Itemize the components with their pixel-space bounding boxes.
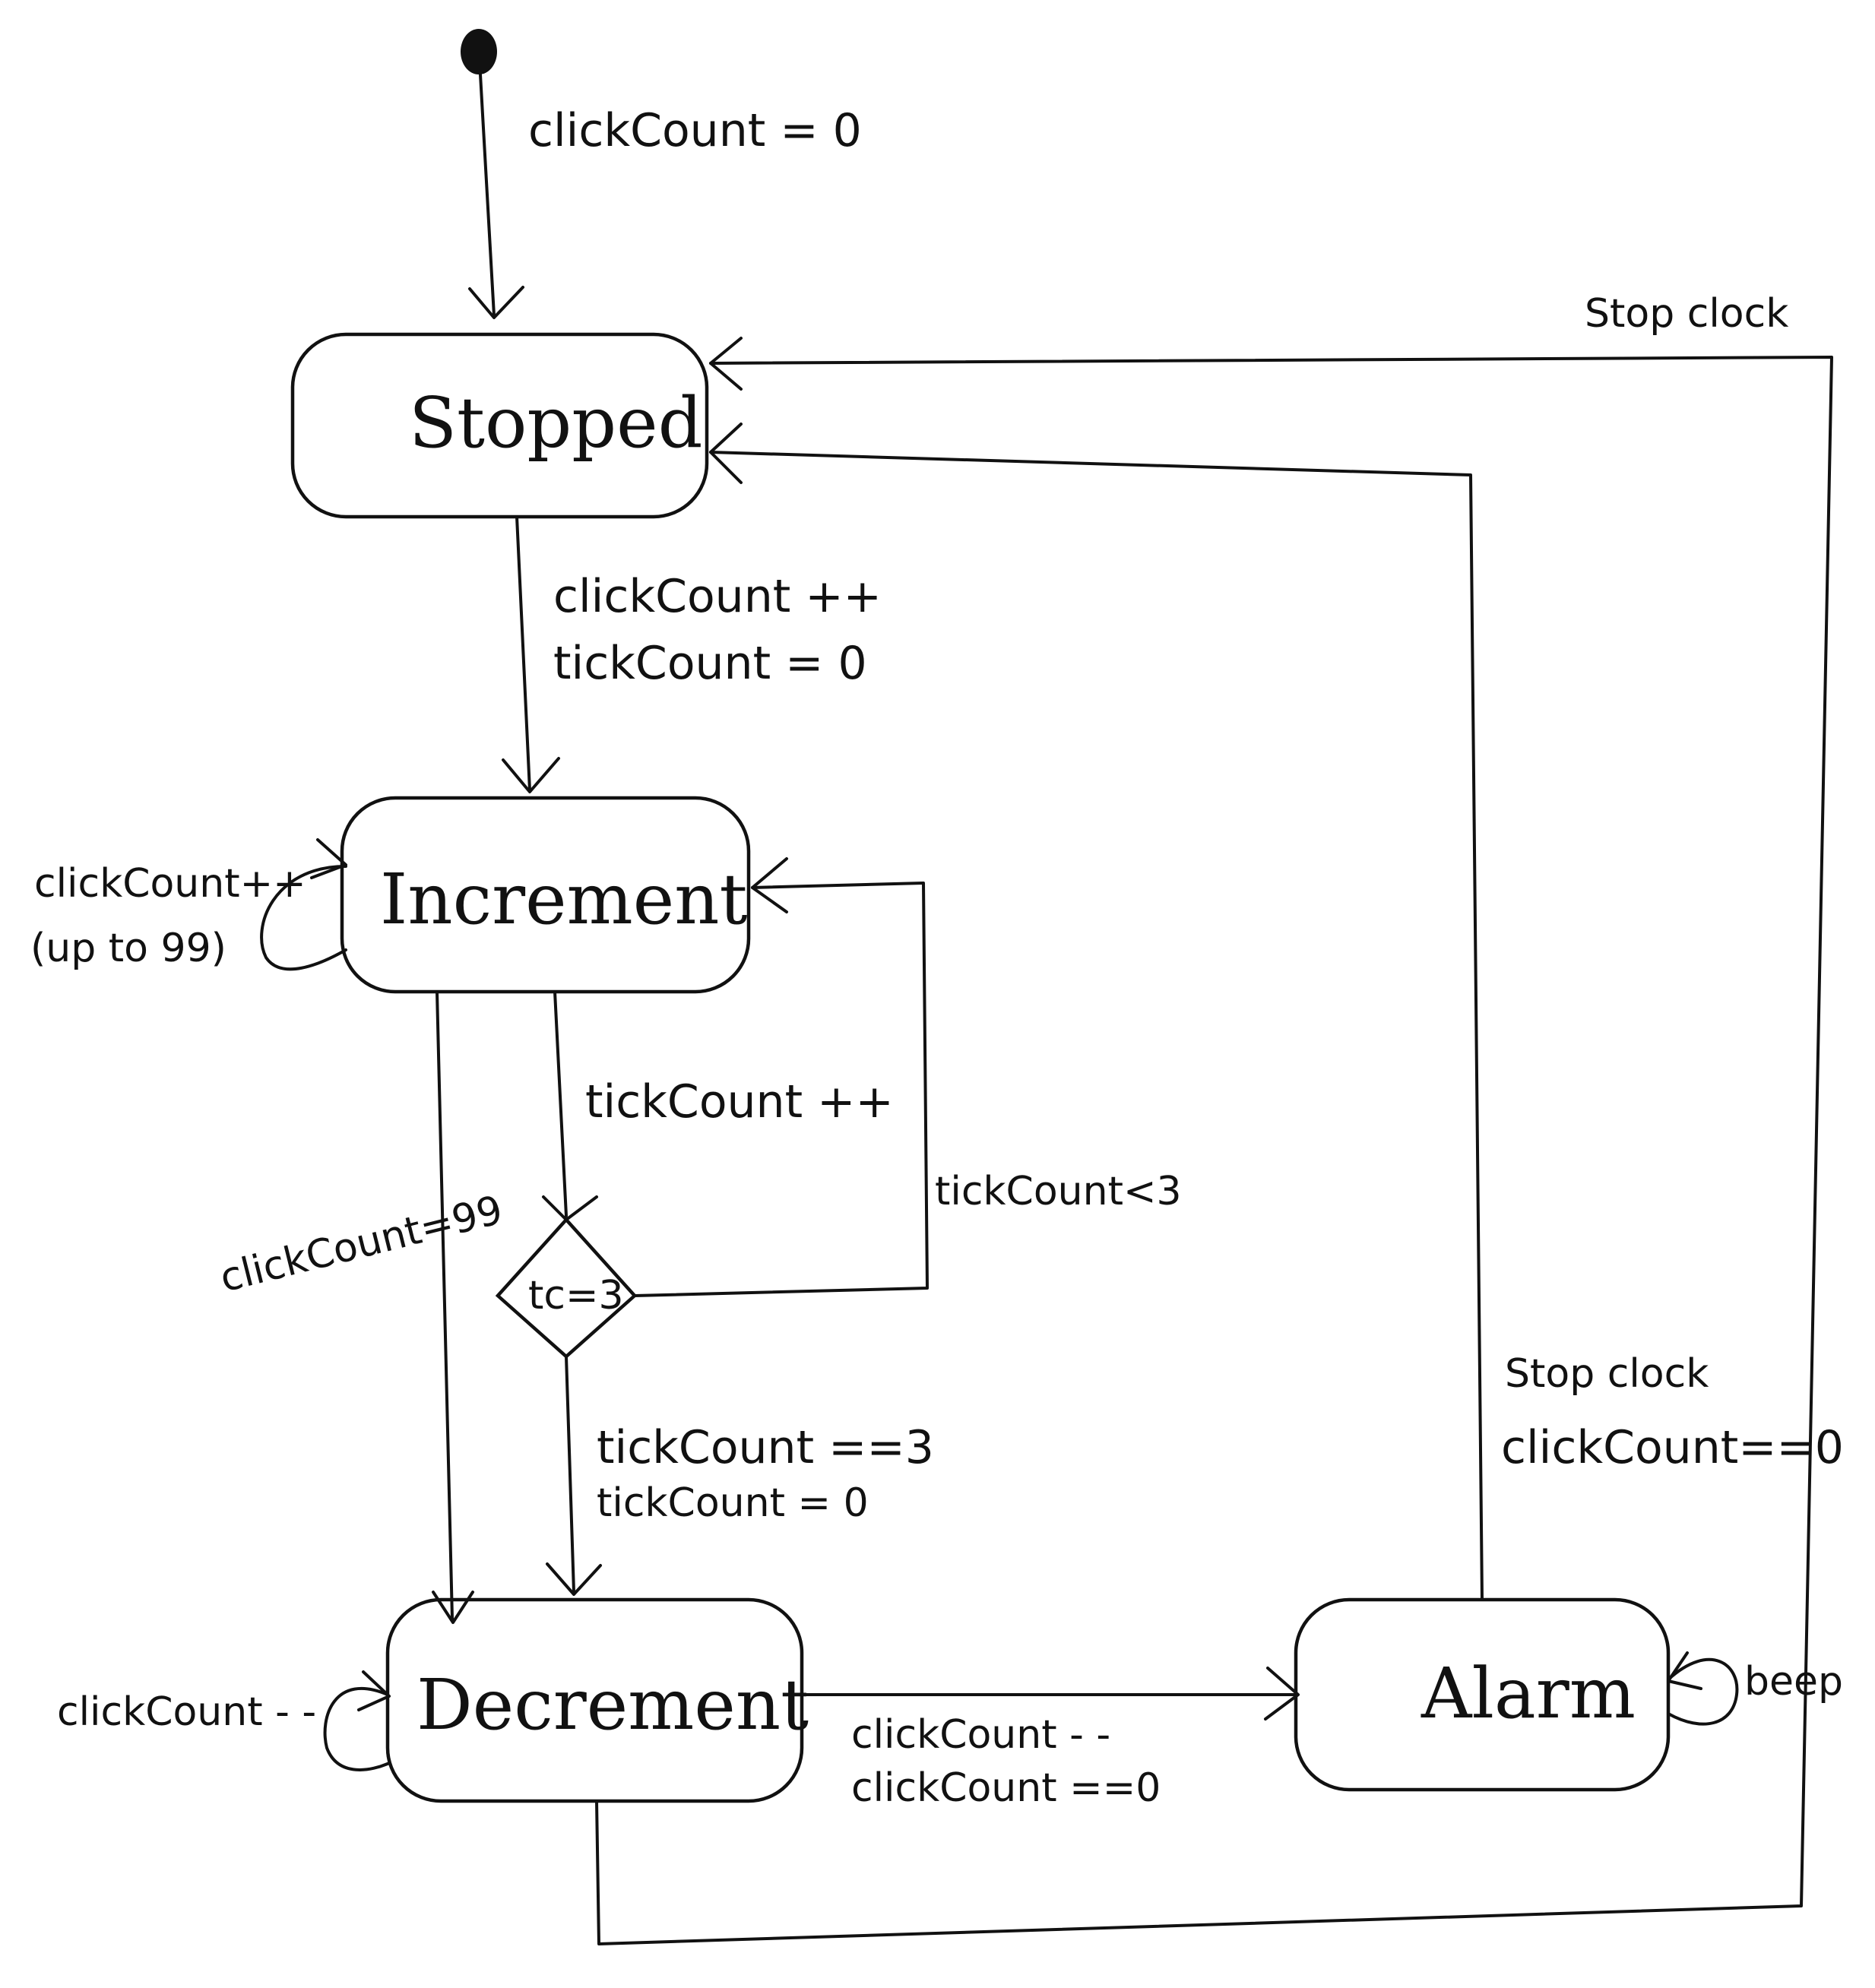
svg-text:Stopped: Stopped <box>409 382 703 464</box>
initial-transition-line <box>479 73 496 317</box>
alarm-self-loop-arrowhead <box>1667 1651 1702 1690</box>
svg-text:Increment: Increment <box>380 859 747 940</box>
increment-to-decision-arrowhead <box>542 1195 598 1221</box>
svg-text:tickCount = 0: tickCount = 0 <box>597 1480 869 1526</box>
increment-self-loop-arrowhead <box>310 838 347 879</box>
initial-transition-arrowhead <box>468 286 524 319</box>
alarm-to-stopped-label: Stop clock clickCount==0 <box>1501 1351 1844 1474</box>
decision-to-decrement-line <box>565 1355 575 1594</box>
svg-text:clickCount ++: clickCount ++ <box>553 570 882 623</box>
decision-node: tc=3 <box>495 1217 638 1360</box>
decrement-to-stopped-label: Stop clock <box>1585 291 1788 337</box>
alarm-to-stopped-arrowhead <box>709 423 743 484</box>
decrement-to-stopped-line <box>595 356 1833 1945</box>
increment-self-loop <box>260 865 347 971</box>
svg-text:Decrement: Decrement <box>416 1664 809 1746</box>
decrement-to-alarm-arrowhead <box>1264 1667 1300 1721</box>
svg-text:(up to 99): (up to 99) <box>30 926 226 971</box>
increment-self-loop-label: clickCount++ (up to 99) <box>30 861 306 971</box>
increment-to-decrement-line <box>435 990 454 1620</box>
decrement-self-loop-arrowhead <box>357 1670 391 1711</box>
stopped-to-increment-arrowhead <box>502 757 560 793</box>
stopped-to-increment-label: clickCount ++ tickCount = 0 <box>553 570 882 690</box>
decrement-self-loop-label: clickCount - - <box>57 1689 316 1735</box>
increment-to-decrement-label: clickCount=99 <box>216 1187 508 1301</box>
alarm-to-stopped-line <box>709 451 1484 1601</box>
svg-text:tc=3: tc=3 <box>528 1273 624 1318</box>
decision-to-increment-label: tickCount<3 <box>935 1169 1182 1214</box>
decision-to-decrement-arrowhead <box>546 1562 602 1596</box>
svg-text:tickCount = 0: tickCount = 0 <box>553 637 867 690</box>
decision-to-increment-arrowhead <box>751 857 788 913</box>
alarm-self-loop-label: beep <box>1744 1659 1843 1705</box>
state-decrement: Decrement <box>385 1597 809 1803</box>
svg-text:clickCount==0: clickCount==0 <box>1501 1421 1844 1474</box>
state-alarm: Alarm <box>1294 1597 1671 1792</box>
decision-to-increment-line <box>633 882 929 1297</box>
increment-to-decision-label: tickCount ++ <box>585 1075 894 1129</box>
decision-to-decrement-label: tickCount ==3 tickCount = 0 <box>597 1421 934 1526</box>
svg-text:clickCount++: clickCount++ <box>34 861 306 907</box>
stopped-to-increment-line <box>515 515 531 792</box>
svg-text:tickCount ==3: tickCount ==3 <box>597 1421 934 1474</box>
svg-text:Alarm: Alarm <box>1421 1653 1636 1734</box>
initial-transition-label: clickCount = 0 <box>528 104 862 157</box>
svg-text:clickCount - -: clickCount - - <box>851 1712 1110 1758</box>
decrement-self-loop <box>323 1687 391 1771</box>
alarm-self-loop <box>1667 1657 1739 1726</box>
decrement-to-alarm-label: clickCount - - clickCount ==0 <box>851 1712 1161 1811</box>
initial-node <box>461 29 497 74</box>
svg-text:Stop clock: Stop clock <box>1505 1351 1709 1397</box>
increment-to-decrement-arrowhead <box>432 1591 474 1624</box>
state-stopped: Stopped <box>290 332 709 519</box>
state-increment: Increment <box>340 796 751 994</box>
increment-to-decision-line <box>553 990 568 1217</box>
svg-text:clickCount ==0: clickCount ==0 <box>851 1765 1161 1811</box>
decrement-to-stopped-arrowhead <box>709 337 743 391</box>
